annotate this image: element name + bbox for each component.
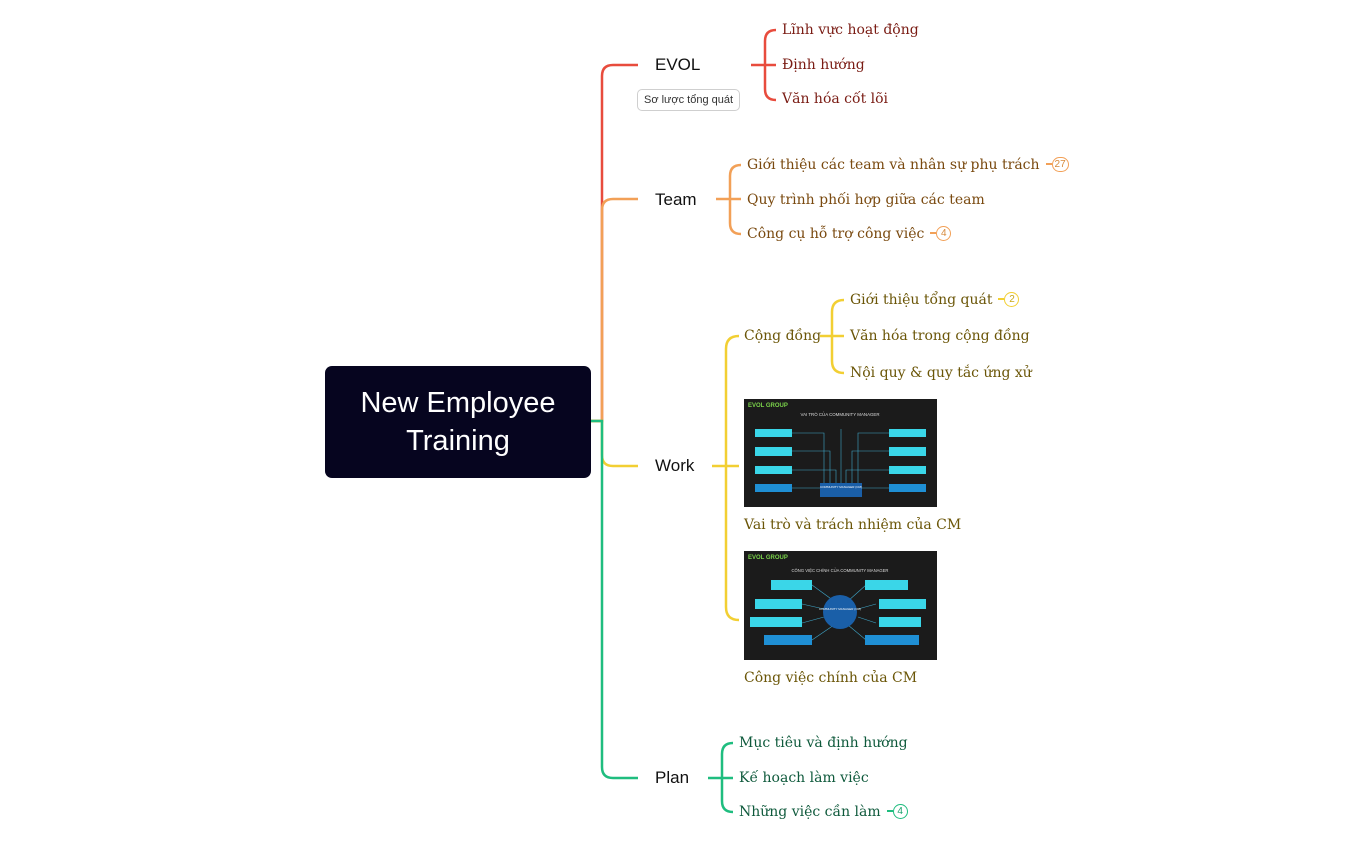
connector-community-children: [820, 300, 844, 373]
root-node[interactable]: New Employee Training: [325, 366, 591, 478]
thumb-center-label: COMMUNITY MANAGER (CM): [820, 485, 862, 489]
connector-root-plan: [591, 421, 638, 778]
branch-work-label: Work: [655, 456, 694, 475]
branch-team[interactable]: Team: [655, 190, 697, 210]
connector-root-evol: [591, 65, 638, 421]
thumb-center-label: COMMUNITY MANAGER (CM): [819, 607, 861, 611]
branch-evol-label: EVOL: [655, 55, 700, 74]
branch-plan[interactable]: Plan: [655, 768, 689, 788]
count-text: 2: [1004, 292, 1019, 307]
topic-community-noi-quy[interactable]: Nội quy & quy tắc ứng xử: [850, 364, 1032, 382]
connector-work-children: [712, 336, 739, 620]
caption-text: Vai trò và trách nhiệm của CM: [744, 517, 961, 533]
caption-text: Công việc chính của CM: [744, 670, 917, 686]
count-text: 4: [893, 804, 908, 819]
topic-label: Định hướng: [782, 57, 865, 73]
connector-evol-children: [751, 30, 776, 100]
topic-label: Cộng đồng: [744, 328, 821, 344]
topic-community-van-hoa[interactable]: Văn hóa trong cộng đồng: [850, 327, 1030, 345]
image-cong-viec-cm[interactable]: EVOL GROUP CÔNG VIỆC CHÍNH CỦA COMMUNITY…: [744, 551, 937, 660]
topic-label: Văn hóa trong cộng đồng: [850, 328, 1030, 344]
collapsed-count-badge[interactable]: 4: [930, 225, 951, 243]
image-vai-tro-cm[interactable]: EVOL GROUP VAI TRÒ CỦA COMMUNITY MANAGER…: [744, 399, 937, 507]
branch-plan-label: Plan: [655, 768, 689, 787]
infographic-vai-tro: EVOL GROUP VAI TRÒ CỦA COMMUNITY MANAGER…: [744, 399, 937, 507]
infographic-cong-viec: EVOL GROUP CÔNG VIỆC CHÍNH CỦA COMMUNITY…: [744, 551, 937, 660]
topic-team-cong-cu[interactable]: Công cụ hỗ trợ công việc 4: [747, 225, 951, 243]
topic-plan-ke-hoach[interactable]: Kế hoạch làm việc: [739, 769, 869, 787]
topic-plan-nhung-viec[interactable]: Những việc cần làm 4: [739, 803, 908, 821]
collapsed-count-badge[interactable]: 27: [1046, 156, 1069, 174]
topic-label: Những việc cần làm: [739, 804, 881, 820]
topic-plan-muc-tieu[interactable]: Mục tiêu và định hướng: [739, 734, 908, 752]
evol-note-text: Sơ lược tổng quát: [644, 94, 733, 106]
topic-label: Mục tiêu và định hướng: [739, 735, 908, 751]
topic-label: Giới thiệu các team và nhân sự phụ trách: [747, 157, 1040, 173]
topic-community-gioi-thieu[interactable]: Giới thiệu tổng quát 2: [850, 291, 1019, 309]
topic-evol-dinh-huong[interactable]: Định hướng: [782, 56, 865, 74]
topic-team-gioi-thieu[interactable]: Giới thiệu các team và nhân sự phụ trách…: [747, 156, 1069, 174]
connector-root-team: [591, 199, 638, 421]
topic-label: Giới thiệu tổng quát: [850, 292, 992, 308]
connector-root-work: [591, 421, 638, 466]
count-text: 4: [936, 226, 951, 241]
topic-label: Nội quy & quy tắc ứng xử: [850, 365, 1032, 381]
topic-work-cong-dong[interactable]: Cộng đồng: [744, 327, 821, 345]
thumb-heading: VAI TRÒ CỦA COMMUNITY MANAGER: [800, 412, 879, 417]
thumb-logo: EVOL GROUP: [748, 555, 788, 561]
evol-note-tag[interactable]: Sơ lược tổng quát: [637, 89, 740, 111]
topic-evol-van-hoa[interactable]: Văn hóa cốt lõi: [782, 90, 888, 108]
topic-label: Quy trình phối hợp giữa các team: [747, 192, 985, 208]
branch-work[interactable]: Work: [655, 456, 694, 476]
root-title: New Employee Training: [347, 384, 569, 460]
branch-evol[interactable]: EVOL: [655, 55, 700, 75]
thumb-logo: EVOL GROUP: [748, 403, 788, 409]
image-caption-vai-tro: Vai trò và trách nhiệm của CM: [744, 516, 961, 534]
collapsed-count-badge[interactable]: 2: [998, 291, 1019, 309]
topic-label: Lĩnh vực hoạt động: [782, 22, 919, 38]
topic-label: Văn hóa cốt lõi: [782, 91, 888, 107]
topic-team-quy-trinh[interactable]: Quy trình phối hợp giữa các team: [747, 191, 985, 209]
thumb-heading: CÔNG VIỆC CHÍNH CỦA COMMUNITY MANAGER: [792, 568, 889, 573]
connector-plan-children: [708, 743, 733, 812]
topic-evol-linh-vuc[interactable]: Lĩnh vực hoạt động: [782, 21, 919, 39]
image-caption-cong-viec: Công việc chính của CM: [744, 669, 917, 687]
topic-label: Kế hoạch làm việc: [739, 770, 869, 786]
branch-team-label: Team: [655, 190, 697, 209]
topic-label: Công cụ hỗ trợ công việc: [747, 226, 924, 242]
count-text: 27: [1052, 157, 1069, 172]
collapsed-count-badge[interactable]: 4: [887, 803, 908, 821]
connector-team-children: [716, 165, 741, 234]
